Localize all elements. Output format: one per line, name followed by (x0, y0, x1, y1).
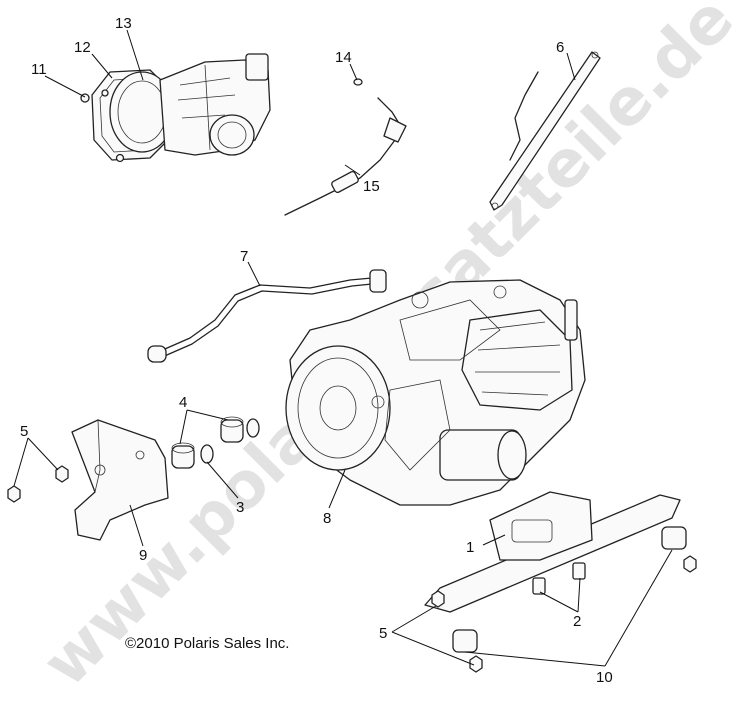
callout-6: 6 (556, 39, 564, 56)
throttle-body-assembly (80, 53, 271, 163)
callout-11: 11 (31, 61, 47, 78)
callout-9: 9 (139, 547, 147, 564)
callout-8: 8 (323, 510, 331, 527)
callout-1: 1 (466, 539, 474, 556)
callout-13: 13 (115, 15, 132, 32)
sensor-cable-part (284, 78, 407, 216)
callout-14: 14 (335, 49, 352, 66)
callout-3: 3 (236, 499, 244, 516)
nuts-right-part (431, 555, 697, 673)
brace-rod-part (489, 51, 601, 211)
copyright-text: ©2010 Polaris Sales Inc. (125, 635, 289, 652)
mount-bracket-part (71, 419, 169, 541)
callout-15: 15 (363, 178, 380, 195)
throttle-body-part (109, 53, 271, 156)
leader-lines (13, 29, 673, 667)
callout-12: 12 (74, 39, 91, 56)
callout-10: 10 (596, 669, 613, 686)
rubber-mounts-part (171, 416, 260, 469)
bolts-part (532, 562, 586, 595)
isolator-mounts-part (452, 526, 687, 653)
nuts-left-part (7, 465, 69, 503)
cross-bracket-part (424, 491, 681, 613)
callout-2: 2 (573, 613, 581, 630)
engine-assembly-part (285, 279, 586, 506)
callout-7: 7 (240, 248, 248, 265)
callout-5-left: 5 (20, 423, 28, 440)
callout-4: 4 (179, 394, 187, 411)
breather-hose-part (147, 269, 387, 363)
nut-14-part (353, 78, 363, 86)
callout-5-right: 5 (379, 625, 387, 642)
